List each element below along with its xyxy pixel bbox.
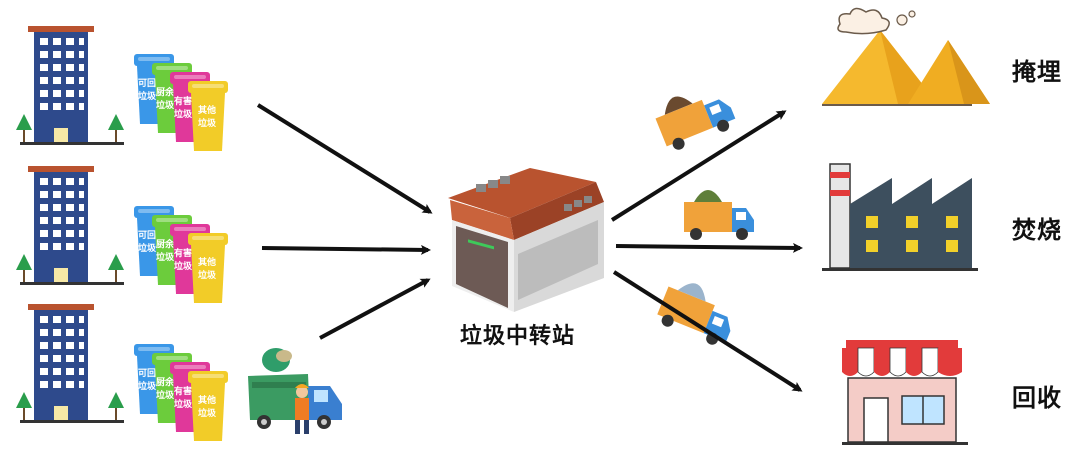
bin-label: 垃圾 — [174, 398, 193, 410]
residential-building-top — [16, 26, 124, 145]
arrow-station-to-incinerator — [615, 242, 803, 253]
bin-label: 可回 — [138, 230, 156, 241]
factory-icon — [822, 163, 978, 271]
bin-label: 厨余 — [156, 238, 175, 250]
bin-label: 垃圾 — [138, 380, 157, 392]
bin-label: 垃圾 — [198, 269, 217, 281]
bin-label: 可回 — [138, 368, 156, 379]
output-label-incineration: 焚烧 — [1012, 216, 1062, 244]
bin-label: 厨余 — [156, 376, 175, 388]
output-label-recycling: 回收 — [1012, 384, 1062, 412]
sorted-bins-top: 可回垃圾厨余垃圾有害垃圾其他垃圾 — [134, 54, 228, 151]
bin-label: 其他 — [198, 394, 216, 406]
bin-label: 垃圾 — [198, 407, 217, 419]
bin-label: 垃圾 — [156, 251, 175, 263]
mountain-icon — [822, 7, 990, 106]
bin-label: 垃圾 — [198, 117, 217, 129]
truck-to-incinerator-icon — [684, 190, 754, 240]
shop-icon — [842, 340, 968, 445]
transfer-station-icon — [448, 168, 604, 312]
residential-building-bottom — [16, 304, 124, 423]
transfer-station-label: 垃圾中转站 — [460, 324, 576, 349]
bin-label: 其他 — [198, 104, 216, 116]
truck-to-landfill-icon — [655, 96, 736, 150]
bin-label: 其他 — [198, 256, 216, 268]
bin-label: 厨余 — [156, 86, 175, 98]
bin-label: 垃圾 — [156, 99, 175, 111]
truck-to-recycling-icon — [657, 283, 731, 345]
arrow-station-to-landfill — [610, 110, 787, 222]
bin-label: 垃圾 — [156, 389, 175, 401]
arrow-building3-to-station — [319, 278, 431, 340]
sorted-bins-bottom: 可回垃圾厨余垃圾有害垃圾其他垃圾 — [134, 344, 228, 441]
bin-label: 垃圾 — [174, 260, 193, 272]
bin-label: 垃圾 — [138, 242, 157, 254]
sorted-bins-middle: 可回垃圾厨余垃圾有害垃圾其他垃圾 — [134, 206, 228, 303]
bin-label: 垃圾 — [174, 108, 193, 120]
arrow-station-to-recycling — [612, 270, 803, 392]
output-label-landfill: 掩埋 — [1012, 58, 1062, 86]
residential-building-middle — [16, 166, 124, 285]
bin-label: 可回 — [138, 78, 156, 89]
bin-label: 垃圾 — [138, 90, 157, 102]
bin-label: 有害 — [174, 247, 192, 259]
bin-label: 有害 — [174, 95, 192, 107]
arrow-building1-to-station — [256, 103, 433, 214]
arrow-building2-to-station — [261, 244, 431, 255]
garbage-truck-icon — [248, 348, 342, 434]
bin-label: 有害 — [174, 385, 192, 397]
